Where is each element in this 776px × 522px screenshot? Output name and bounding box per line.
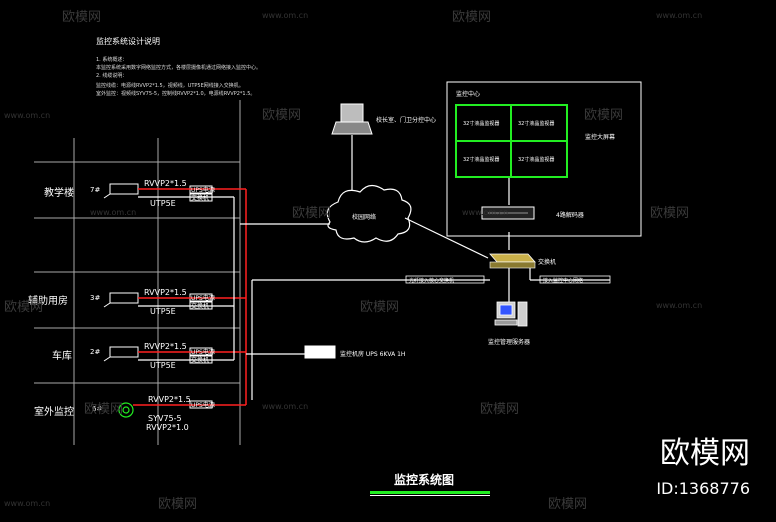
notes-line: 2. 线缆说明： xyxy=(96,73,128,79)
link-label: 接入监控中心网络 xyxy=(543,278,584,284)
server-label: 监控管理服务器 xyxy=(488,339,531,346)
ups-icon xyxy=(304,345,336,359)
monitor-wall xyxy=(455,104,568,178)
laptop-label: 校长室、门卫分控中心 xyxy=(376,117,437,124)
cable-label: UTP5E xyxy=(150,307,176,316)
watermark-brand: 欧模网 xyxy=(62,10,102,25)
notes-line: 1. 系统概述： xyxy=(96,57,128,63)
recorder-label: 4路解码器 xyxy=(556,212,584,219)
power-cables xyxy=(133,188,247,406)
cloud-label: 校园网络 xyxy=(352,214,377,221)
equipment-label: UPS电源 xyxy=(191,295,215,302)
control-center-frame xyxy=(446,81,642,237)
grid-lines xyxy=(34,100,241,445)
watermark-brand: 欧模网 xyxy=(158,497,198,512)
equipment-label: 交换机 xyxy=(191,357,210,364)
equipment-label: UPS电源 xyxy=(191,187,215,194)
watermark-url: www.om.cn xyxy=(4,111,51,120)
watermark-brand: 欧模网 xyxy=(4,300,44,315)
watermark-url: www.om.cn xyxy=(90,208,137,217)
notes-line: 监控线缆：电源线RVVP2*1.5，视频线，UTP5E网线接入交换机。 xyxy=(96,83,244,89)
title-underline xyxy=(370,491,490,496)
watermark-brand: 欧模网 xyxy=(360,300,400,315)
dome-camera-icon xyxy=(118,402,134,418)
link-label: 光纤接入核心交换机 xyxy=(409,278,455,284)
floor-label: 2# xyxy=(90,348,101,356)
notes-title: 监控系统设计说明 xyxy=(96,37,160,46)
monitor-label: 32寸液晶监视器 xyxy=(518,157,555,163)
watermark-url: www.om.cn xyxy=(656,301,703,310)
watermark-url: www.om.cn xyxy=(656,11,703,20)
cable-label: UTP5E xyxy=(150,361,176,370)
brand-logo-text: 欧模网 xyxy=(660,436,750,471)
cable-label: SYV75-5 xyxy=(148,414,182,423)
network-cables xyxy=(138,135,610,400)
watermark-brand: 欧模网 xyxy=(480,402,520,417)
monitor-label: 32寸液晶监视器 xyxy=(463,157,500,163)
equipment-label: 交换机 xyxy=(191,303,210,310)
link-label-boxes xyxy=(405,275,611,284)
building-label: 教学楼 xyxy=(44,188,74,199)
building-label: 室外监控 xyxy=(34,407,74,418)
watermark-brand: 欧模网 xyxy=(548,497,588,512)
watermark-brand: 欧模网 xyxy=(262,108,302,123)
floor-label: 3# xyxy=(90,294,101,302)
laptop-icon xyxy=(331,103,373,135)
watermark-brand: 欧模网 xyxy=(452,10,492,25)
watermark-url: www.om.cn xyxy=(262,402,309,411)
building-label: 车库 xyxy=(52,351,72,362)
monitor-wall-label: 监控大屏幕 xyxy=(585,134,616,141)
equipment-label: UPS电源 xyxy=(191,349,215,356)
monitor-label: 32寸液晶监视器 xyxy=(518,121,555,127)
watermark-brand: 欧模网 xyxy=(84,402,124,417)
building-label: 辅助用房 xyxy=(28,296,68,307)
floor-label: 6# xyxy=(92,405,103,413)
switch-label: 交换机 xyxy=(538,259,557,266)
equipment-label: 交换机 xyxy=(191,195,210,202)
equipment-label: UPS电源 xyxy=(191,402,215,409)
ups-label: 监控机房 UPS 6KVA 1H xyxy=(340,351,406,358)
control-center-title: 监控中心 xyxy=(456,91,481,98)
floor-label: 7# xyxy=(90,186,101,194)
cable-label: RVVP2*1.0 xyxy=(146,423,189,432)
watermark-brand: 欧模网 xyxy=(292,206,332,221)
cable-label: RVVP2*1.5 xyxy=(148,395,191,404)
cable-label: RVVP2*1.5 xyxy=(144,288,187,297)
cable-label: RVVP2*1.5 xyxy=(144,179,187,188)
watermark-url: www.om.cn xyxy=(462,208,509,217)
brand-id: ID:1368776 xyxy=(656,479,750,498)
monitor-label: 32寸液晶监视器 xyxy=(463,121,500,127)
switch-icon xyxy=(489,253,536,269)
cable-label: RVVP2*1.5 xyxy=(144,342,187,351)
diagram-title: 监控系统图 xyxy=(394,473,455,487)
notes-line: 本监控系统采用数字网络监控方式，各楼层摄像机通过网络接入监控中心。 xyxy=(96,65,262,71)
watermark-url: www.om.cn xyxy=(262,11,309,20)
notes-line: 室外监控：视频线SYV75-5，控制线RVVP2*1.0，电源线RVVP2*1.… xyxy=(96,91,256,97)
watermark-brand: 欧模网 xyxy=(650,206,690,221)
cloud-icon xyxy=(326,184,412,243)
watermark-url: www.om.cn xyxy=(4,499,51,508)
cable-label: UTP5E xyxy=(150,199,176,208)
watermark-brand: 欧模网 xyxy=(584,108,624,123)
server-pc-icon xyxy=(494,301,528,327)
